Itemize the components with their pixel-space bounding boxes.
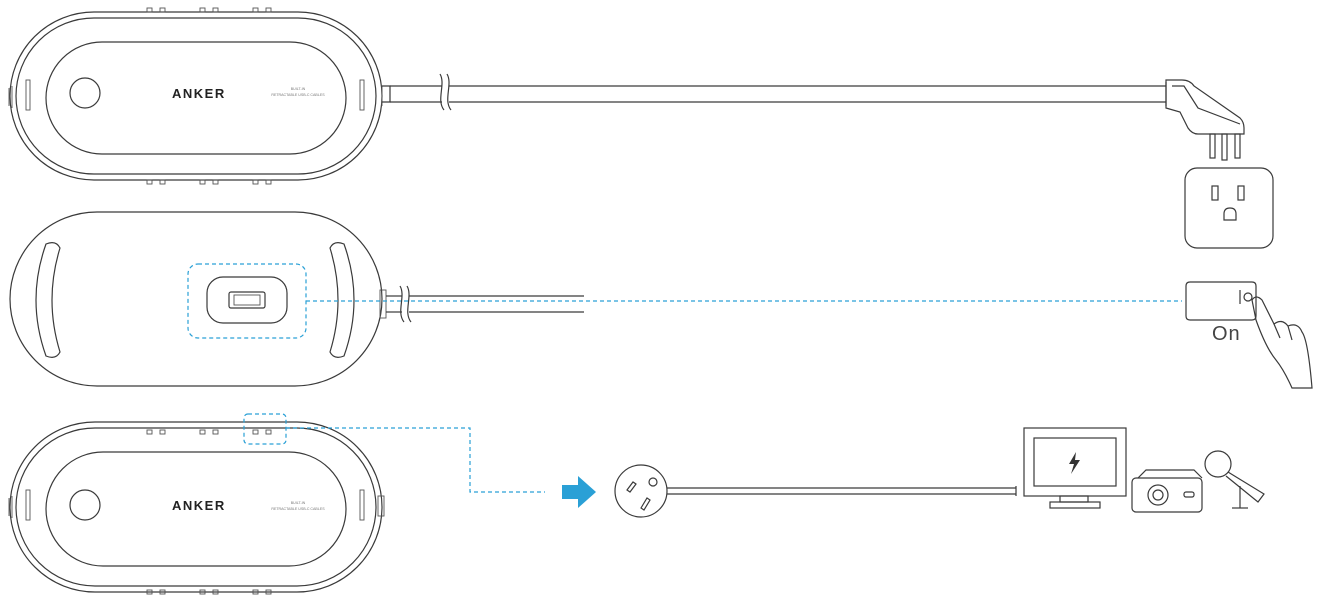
bottom-outlet-row-2 [146, 589, 272, 595]
power-strip-top-view-2: ANKER BUILT-IN RETRACTABLE USB-C CABLES [8, 413, 385, 595]
outlet-highlight-box [243, 413, 287, 445]
lightning-icon [1069, 452, 1080, 474]
device-cord [667, 486, 1017, 496]
power-strip-bottom-view [9, 211, 387, 387]
power-button-icon-2 [69, 489, 101, 521]
rocker-switch-icon [1185, 281, 1257, 321]
side-ports-right [359, 79, 383, 111]
bottom-outlet-row [146, 179, 272, 185]
product-text-line1-2: BUILT-IN [291, 501, 306, 505]
product-text-line1: BUILT-IN [291, 87, 306, 91]
wall-outlet-icon [1184, 167, 1274, 249]
top-outlet-row-2 [146, 429, 272, 435]
switch-on-label: On [1212, 323, 1241, 345]
brand-logo-2: ANKER [172, 498, 226, 513]
monitor-icon [1023, 427, 1127, 509]
projector-icon [1131, 469, 1203, 513]
microphone-icon [1204, 450, 1265, 509]
power-button-icon [69, 77, 101, 109]
round-plug-icon [614, 464, 668, 518]
product-text-line2: RETRACTABLE USB-C CABLES [271, 93, 325, 97]
power-cord [382, 73, 1167, 111]
side-ports-left [8, 79, 31, 111]
brand-logo: ANKER [172, 86, 226, 101]
top-outlet-row [146, 7, 272, 13]
blue-arrow-icon [562, 476, 596, 508]
power-plug-icon [1165, 79, 1245, 161]
bottom-cord [386, 285, 584, 323]
product-text-line2-2: RETRACTABLE USB-C CABLES [271, 507, 325, 511]
power-strip-top-view: ANKER BUILT-IN RETRACTABLE USB-C CABLES [8, 7, 383, 185]
finger-icon [1251, 296, 1313, 389]
outlet-leader-line [286, 427, 545, 493]
switch-highlight-box [187, 263, 307, 339]
